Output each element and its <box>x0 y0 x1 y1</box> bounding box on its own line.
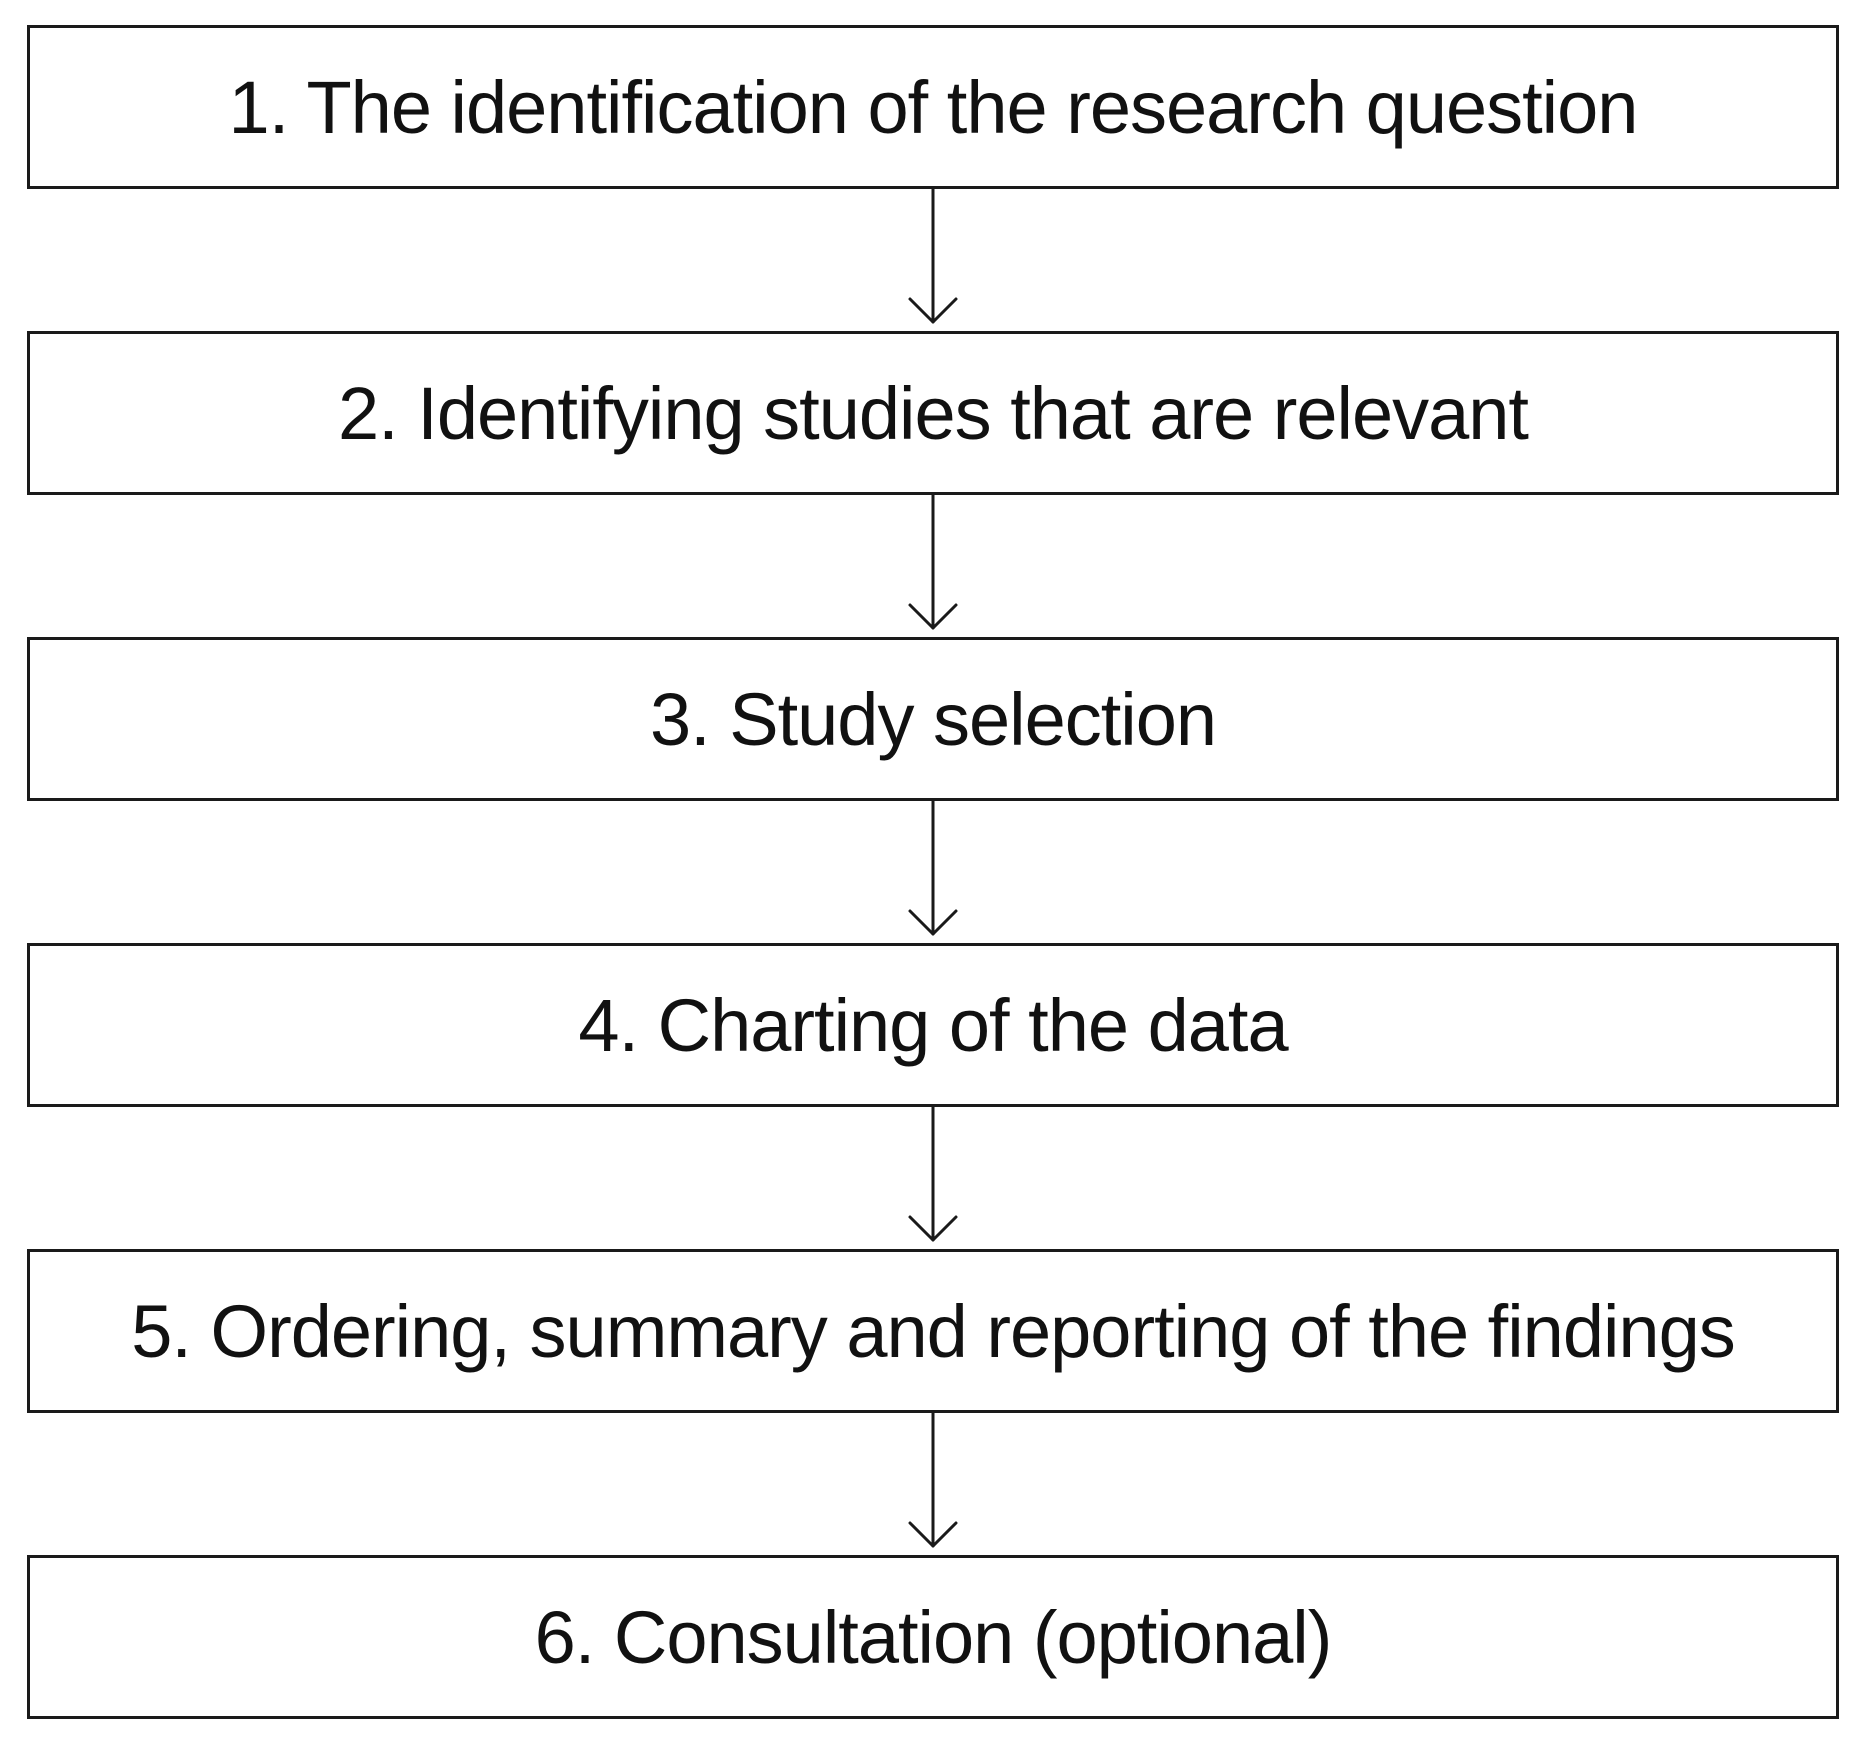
step-6-label: 6. Consultation (optional) <box>534 1595 1333 1679</box>
step-2-box: 2. Identifying studies that are relevant <box>27 331 1839 495</box>
step-6-box: 6. Consultation (optional) <box>27 1555 1839 1719</box>
step-1-box: 1. The identification of the research qu… <box>27 25 1839 189</box>
step-5-label: 5. Ordering, summary and reporting of th… <box>131 1289 1736 1373</box>
step-2-label: 2. Identifying studies that are relevant <box>338 371 1529 455</box>
arrow-5-to-6 <box>908 1411 958 1548</box>
step-4-label: 4. Charting of the data <box>578 983 1288 1067</box>
step-1-label: 1. The identification of the research qu… <box>228 65 1639 149</box>
arrow-4-to-5 <box>908 1105 958 1242</box>
step-3-label: 3. Study selection <box>649 677 1217 761</box>
arrow-3-to-4 <box>908 799 958 936</box>
step-3-box: 3. Study selection <box>27 637 1839 801</box>
arrow-1-to-2 <box>908 187 958 324</box>
step-4-box: 4. Charting of the data <box>27 943 1839 1107</box>
step-5-box: 5. Ordering, summary and reporting of th… <box>27 1249 1839 1413</box>
arrow-2-to-3 <box>908 493 958 630</box>
